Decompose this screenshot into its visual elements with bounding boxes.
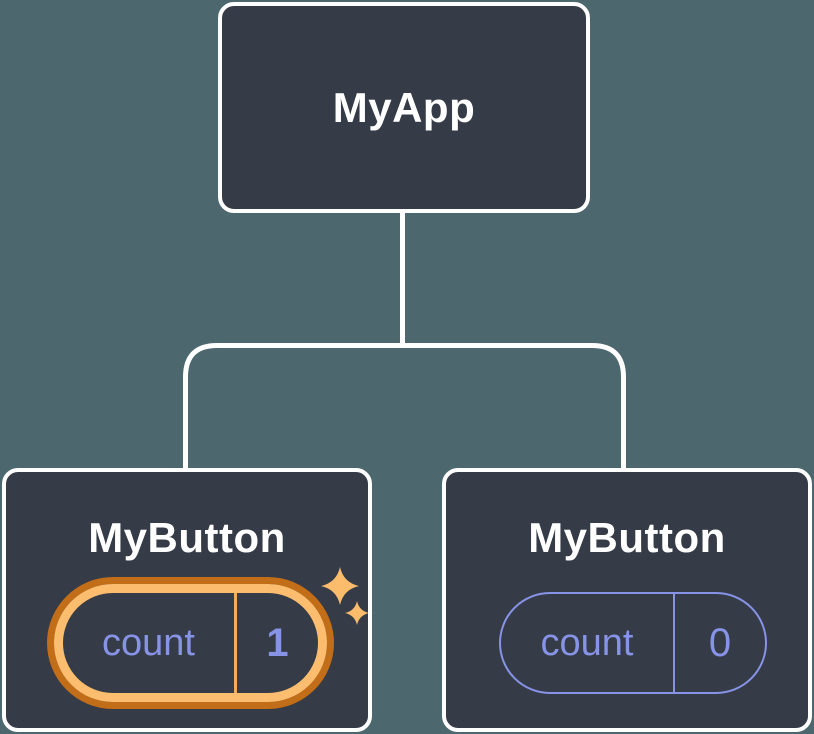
state-name: count bbox=[102, 621, 195, 664]
component-label: MyButton bbox=[88, 514, 286, 561]
component-label: MyButton bbox=[528, 514, 726, 561]
pill-divider bbox=[234, 593, 237, 693]
component-node-myapp: MyApp bbox=[218, 2, 590, 213]
connector-bracket bbox=[183, 343, 626, 470]
state-name: count bbox=[540, 621, 634, 664]
state-pill-highlighted: count 1 bbox=[54, 584, 327, 702]
component-node-mybutton-left: MyButton count 1 bbox=[2, 468, 372, 732]
state-value: 1 bbox=[266, 620, 289, 665]
component-label: MyApp bbox=[332, 83, 476, 131]
state-value: 0 bbox=[708, 620, 732, 665]
pill-divider bbox=[673, 594, 675, 692]
component-node-mybutton-right: MyButton count 0 bbox=[442, 468, 812, 732]
state-pill: count 0 bbox=[499, 592, 767, 694]
